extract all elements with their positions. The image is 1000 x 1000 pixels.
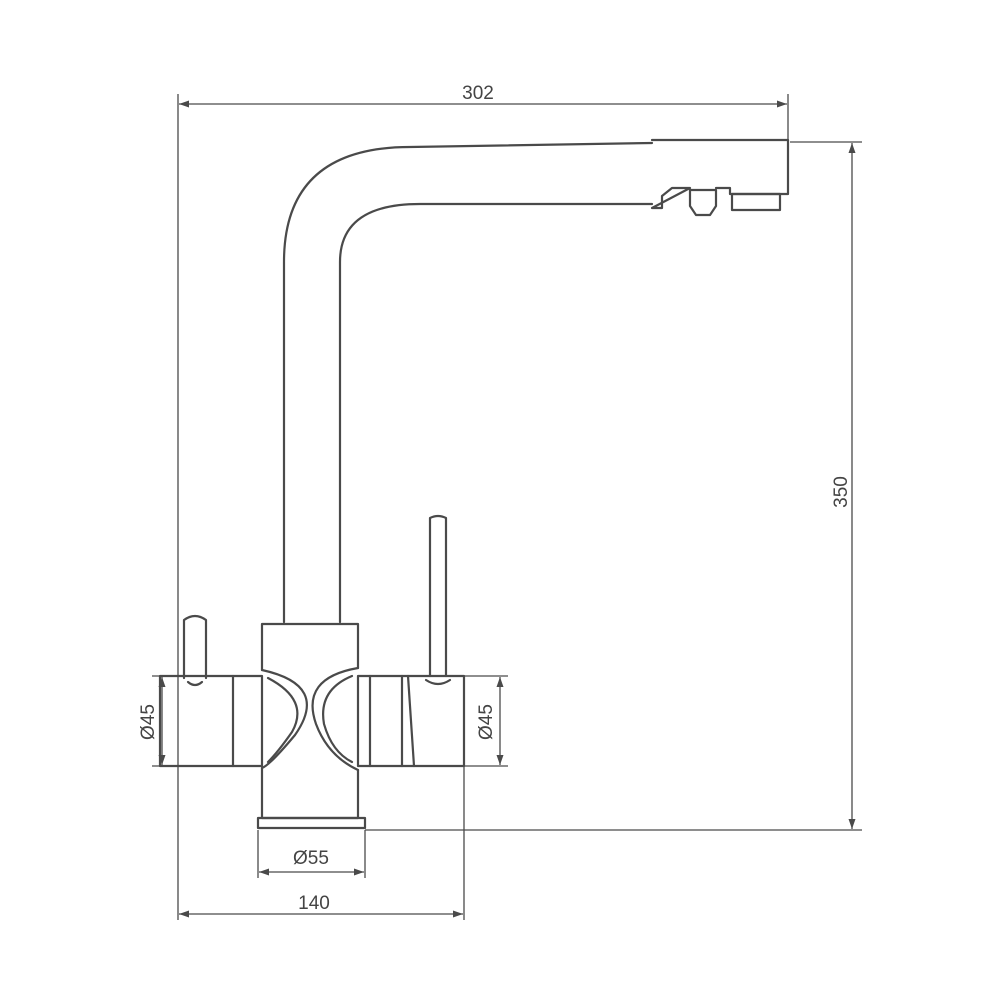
dim-350-label: 350 bbox=[831, 476, 852, 508]
right-cutout-inner bbox=[322, 674, 354, 764]
left-handle bbox=[158, 674, 264, 768]
dim-left-d45-label: Ø45 bbox=[138, 704, 159, 740]
dim-140-label: 140 bbox=[298, 893, 330, 914]
central-body-top bbox=[260, 622, 360, 672]
spout bbox=[282, 141, 654, 624]
spout-head bbox=[650, 138, 790, 210]
base-ring bbox=[256, 816, 367, 830]
dim-right-d45-label: Ø45 bbox=[476, 704, 497, 740]
left-cutout-inner bbox=[266, 676, 299, 764]
right-lever bbox=[428, 514, 448, 678]
left-cutout bbox=[260, 668, 308, 770]
faucet-outline bbox=[158, 138, 790, 830]
left-lever bbox=[182, 614, 208, 680]
aerator-main bbox=[730, 192, 782, 212]
dim-302-label: 302 bbox=[462, 83, 494, 104]
central-body-bottom bbox=[260, 766, 360, 820]
aerator-filter bbox=[688, 188, 718, 217]
spout-inner bbox=[338, 202, 654, 624]
dimension-lines bbox=[152, 94, 862, 920]
right-cutout bbox=[311, 666, 360, 772]
dim-d55-label: Ø55 bbox=[293, 848, 329, 869]
